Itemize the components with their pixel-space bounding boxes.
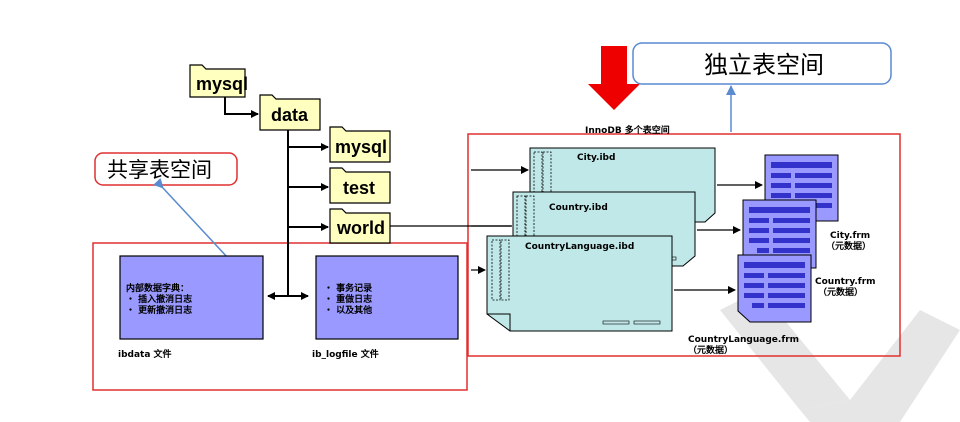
frm-country-label: Country.frm xyxy=(815,277,876,287)
logfile-line-3: ・ 以及其他 xyxy=(324,304,372,316)
shared-tablespace-callout: 共享表空间 xyxy=(94,152,238,259)
frm-city-note: （元数据） xyxy=(826,240,871,252)
ibd-file-city-label: City.ibd xyxy=(577,153,615,163)
folder-data-label: data xyxy=(271,105,309,125)
folder-world-label: world xyxy=(336,218,385,238)
folder-test-label: test xyxy=(343,178,375,198)
ibdata-line-3: ・ 更新撤消日志 xyxy=(126,304,192,316)
shared-tablespace-frame xyxy=(92,242,468,391)
ibd-arrows xyxy=(471,166,763,294)
frm-countrylanguage-note: （元数据） xyxy=(688,344,733,356)
independent-tablespace-frame xyxy=(467,133,901,357)
ibd-file-countrylanguage: CountryLanguage.ibd xyxy=(486,235,673,332)
ibdata-line-2: ・ 插入撤消日志 xyxy=(126,293,192,305)
folder-data: data xyxy=(259,94,321,131)
independent-tablespace-label: 独立表空间 xyxy=(704,51,824,79)
folder-mysql-root-label: mysql xyxy=(196,74,248,94)
folder-sub-mysql: mysql xyxy=(329,126,391,163)
logfile-caption: ib_logfile 文件 xyxy=(312,348,379,360)
innodb-title: InnoDB 多个表空间 xyxy=(585,124,670,136)
folder-test: test xyxy=(329,167,391,204)
folder-tree-connectors xyxy=(224,97,329,300)
logfile-line-1: ・ 事务记录 xyxy=(324,282,372,294)
ibd-file-countrylanguage-label: CountryLanguage.ibd xyxy=(525,242,634,252)
frm-countrylanguage-label: CountryLanguage.frm xyxy=(688,335,799,345)
red-down-arrow-icon xyxy=(588,46,640,110)
ibdata-caption: ibdata 文件 xyxy=(118,348,172,360)
logfile-box: ・ 事务记录 ・ 重做日志 ・ 以及其他 xyxy=(315,255,459,340)
frm-file-country xyxy=(742,199,817,269)
folder-sub-mysql-label: mysql xyxy=(335,137,387,157)
frm-file-countrylanguage xyxy=(737,254,812,323)
independent-tablespace-callout: 独立表空间 xyxy=(632,42,892,132)
frm-city-label: City.frm xyxy=(830,231,870,241)
logfile-line-2: ・ 重做日志 xyxy=(324,293,372,305)
ibdata-box: 内部数据字典： ・ 插入撤消日志 ・ 更新撤消日志 xyxy=(119,255,264,340)
shared-tablespace-label: 共享表空间 xyxy=(107,158,212,182)
frm-country-note: （元数据） xyxy=(818,286,863,298)
ibdata-line-1: 内部数据字典： xyxy=(126,282,189,294)
folder-mysql-root: mysql xyxy=(189,64,248,98)
folder-world: world xyxy=(329,208,391,244)
ibd-file-country-label: Country.ibd xyxy=(549,203,608,213)
